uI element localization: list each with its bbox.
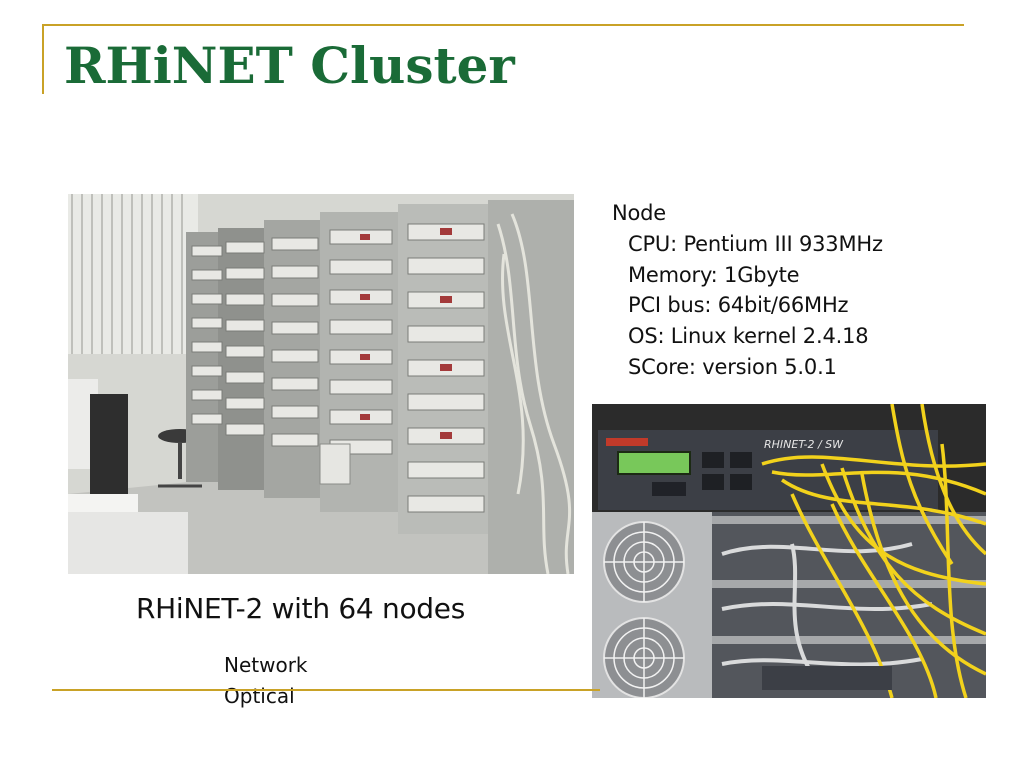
node-specs-list: CPU: Pentium III 933MHz Memory: 1Gbyte P… [612, 229, 883, 383]
photo-caption: RHiNET-2 with 64 nodes [136, 592, 465, 625]
node-specs: Node CPU: Pentium III 933MHz Memory: 1Gb… [612, 198, 883, 383]
switch-panel-label: RHINET-2 / SW [764, 438, 844, 451]
note-optical: Optical [224, 684, 295, 708]
notes-list: Network Optical [224, 650, 308, 712]
left-rule [42, 24, 44, 94]
note-network: Network [224, 653, 308, 677]
spec-memory: Memory: 1Gbyte [628, 262, 800, 287]
spec-pci-bus: PCI bus: 64bit/66MHz [628, 293, 849, 318]
spec-os: OS: Linux kernel 2.4.18 [628, 324, 869, 349]
network-switch-photo: RHINET-2 / SW [592, 404, 986, 698]
server-racks-photo [68, 194, 574, 574]
node-specs-heading: Node [612, 201, 667, 225]
top-rule [42, 24, 964, 26]
spec-cpu: CPU: Pentium III 933MHz [628, 231, 883, 256]
bottom-rule [52, 689, 600, 691]
slide-title: RHiNET Cluster [64, 36, 515, 95]
spec-score: SCore: version 5.0.1 [628, 354, 837, 379]
